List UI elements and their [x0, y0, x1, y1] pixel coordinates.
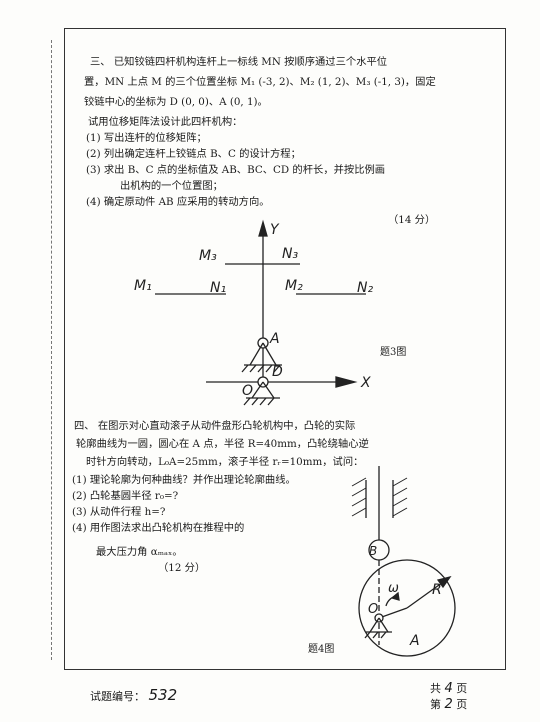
exam-code-label: 试题编号：: [90, 690, 145, 703]
problem-3-item-1: (1) 写出连杆的位移矩阵；: [86, 132, 207, 144]
page-total: 共 4 页: [430, 680, 467, 696]
y-axis-arrow: [258, 219, 268, 237]
label-n2: N₂: [357, 280, 373, 296]
page-total-label: 共: [430, 682, 441, 695]
label-m2: M₂: [285, 278, 303, 294]
page-number: 第 2 页: [430, 696, 467, 712]
binding-margin-line: [51, 40, 52, 660]
x-axis-arrow: [335, 376, 358, 388]
problem-4-line-3: 时针方向转动，L₀A=25mm，滚子半径 rᵣ=10mm，试问：: [86, 456, 364, 468]
page-number-label: 第: [430, 698, 441, 711]
label-n1: N₁: [210, 280, 226, 296]
y-axis-label: Y: [270, 222, 280, 238]
label-cam-o: O: [368, 602, 378, 617]
label-a: A: [269, 331, 280, 347]
page-total-unit: 页: [456, 682, 468, 695]
page-number-unit: 页: [456, 698, 468, 711]
problem-3-line-3: 铰链中心的坐标为 D (0, 0)、A (0, 1)。: [84, 96, 268, 108]
problem-3-score: （14 分）: [388, 214, 436, 226]
label-n3: N₃: [282, 246, 298, 262]
problem-4-item-4: (4) 用作图法求出凸轮机构在推程中的: [72, 522, 245, 534]
problem-3-item-4: (4) 确定原动件 AB 应采用的转动方向。: [86, 196, 270, 208]
exam-code: 试题编号： 532: [90, 686, 177, 704]
label-omega: ω: [388, 581, 399, 596]
radius-r: [406, 579, 447, 609]
cam-profile-circle: [358, 559, 456, 657]
figure-4-caption: 题4图: [308, 643, 334, 655]
problem-3-line-4: 试用位移矩阵法设计此四杆机构：: [88, 116, 243, 128]
label-d: D: [272, 364, 283, 380]
problem-3-item-3: (3) 求出 B、C 点的坐标值及 AB、BC、CD 的杆长，并按比例画: [86, 164, 386, 176]
label-m3: M₃: [199, 248, 217, 264]
label-cam-a: A: [409, 633, 420, 649]
problem-4-line-1: 四、 在图示对心直动滚子从动件盘形凸轮机构中，凸轮的实际: [74, 420, 356, 432]
problem-4-line-2: 轮廓曲线为一圆，圆心在 A 点，半径 R=40mm，凸轮绕轴心逆: [76, 438, 369, 450]
exam-page-frame: [64, 28, 506, 670]
page-total-value: 4: [444, 681, 453, 696]
problem-4-item-1: (1) 理论轮廓为何种曲线？并作出理论轮廓曲线。: [72, 474, 296, 486]
label-r: R: [432, 582, 442, 598]
problem-4-item-2: (2) 凸轮基圆半径 r₀=?: [72, 490, 179, 502]
problem-4-item-4-cont: 最大压力角 αₘₐₓ。: [96, 546, 183, 558]
page-number-value: 2: [444, 697, 453, 712]
problem-4-score: （12 分）: [158, 562, 206, 574]
label-o: O: [242, 383, 253, 399]
problem-3-line-2: 置，MN 上点 M 的三个位置坐标 M₁ (-3, 2)、M₂ (1, 2)、M…: [84, 76, 436, 88]
x-axis-label: X: [360, 375, 371, 391]
problem-4-item-3: (3) 从动件行程 h=?: [72, 506, 166, 518]
label-b: B: [369, 544, 377, 558]
problem-3-line-1: 三、 已知铰链四杆机构连杆上一标线 MN 按顺序通过三个水平位: [90, 56, 388, 68]
exam-code-value: 532: [148, 686, 178, 704]
figure-3-caption: 题3图: [380, 346, 406, 358]
problem-3-item-3-cont: 出机构的一个位置图；: [120, 180, 223, 192]
problem-3-item-2: (2) 列出确定连杆上铰链点 B、C 的设计方程；: [86, 148, 301, 160]
label-m1: M₁: [134, 278, 152, 294]
